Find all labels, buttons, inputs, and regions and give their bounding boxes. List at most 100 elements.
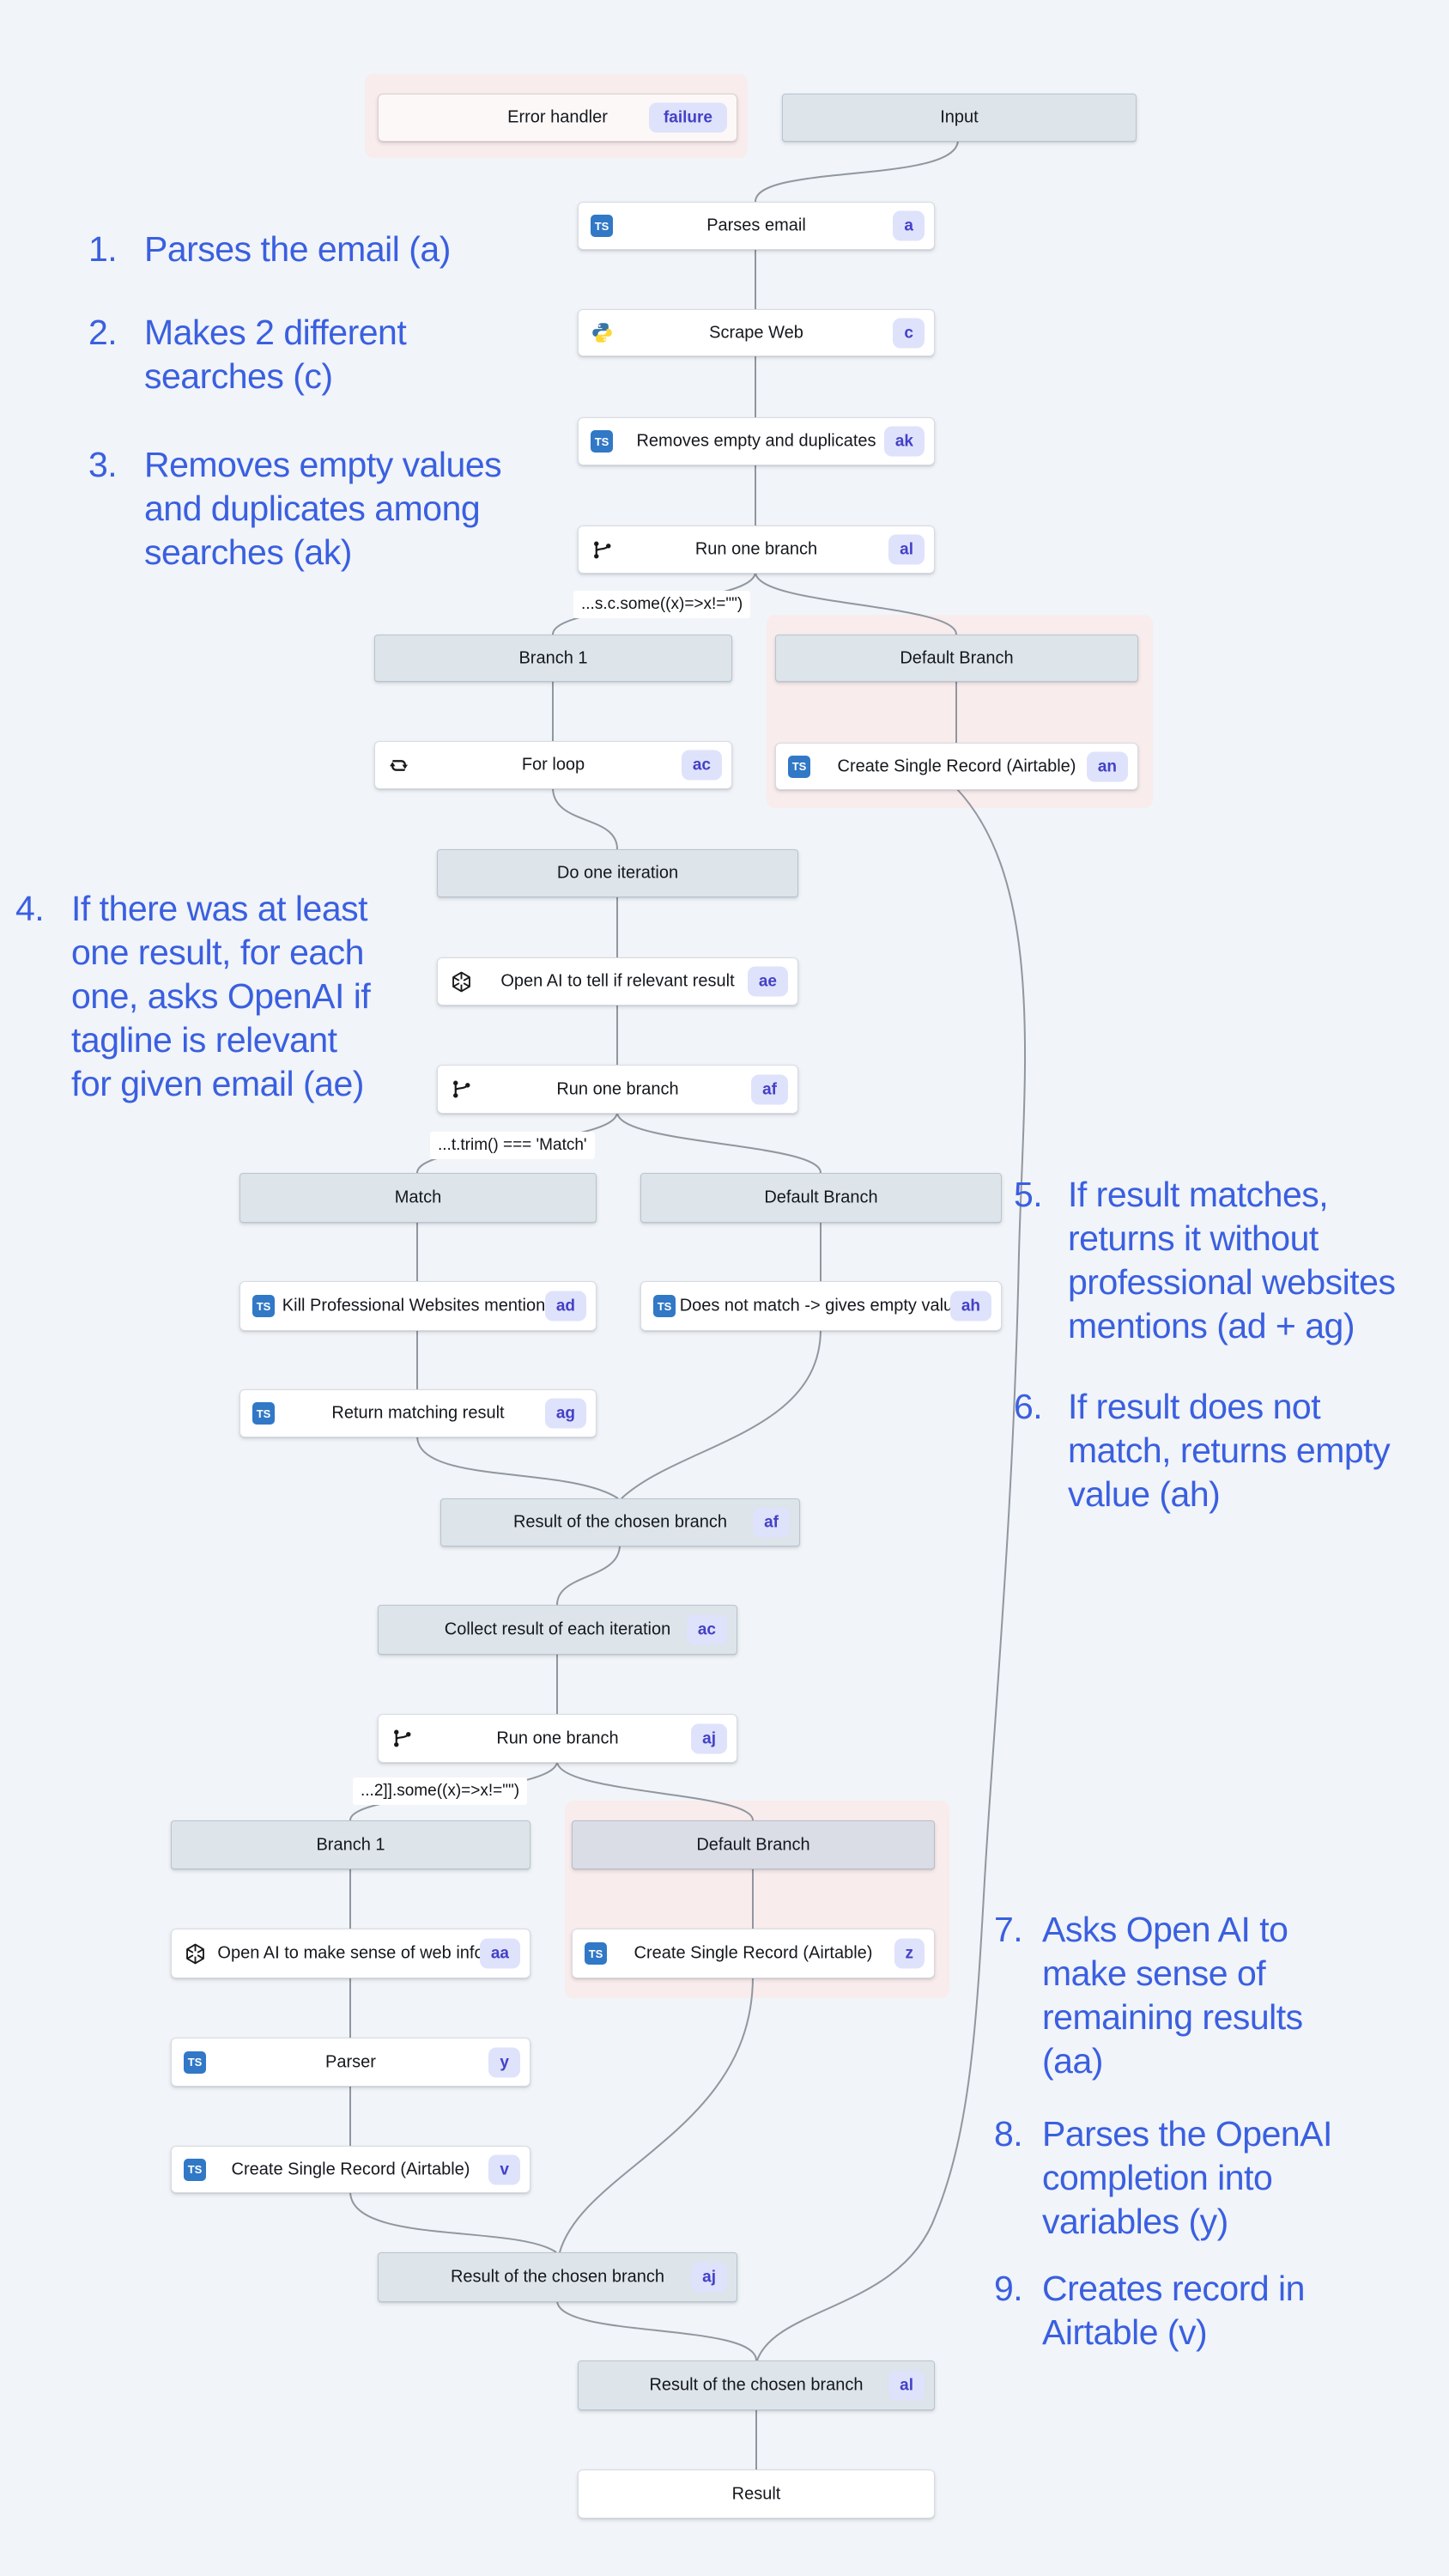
node-parser[interactable]: TS Parser y bbox=[171, 2038, 530, 2087]
typescript-icon: TS bbox=[252, 1294, 276, 1318]
annotation-1: 1.Parses the email (a) bbox=[88, 228, 451, 271]
annotation-line: Airtable (v) bbox=[1042, 2312, 1208, 2352]
node-label: Result bbox=[731, 2484, 781, 2503]
openai-icon bbox=[183, 1941, 207, 1965]
node-badge: failure bbox=[648, 102, 727, 133]
node-badge: ak bbox=[883, 426, 925, 457]
typescript-icon: TS bbox=[252, 1401, 276, 1425]
annotation-line: (aa) bbox=[1042, 2041, 1103, 2081]
node-branch-1-b[interactable]: Branch 1 bbox=[171, 1820, 530, 1869]
node-label: Result of the chosen branch bbox=[450, 2267, 665, 2287]
node-badge: aa bbox=[479, 1938, 520, 1969]
node-do-one-iteration[interactable]: Do one iteration bbox=[437, 849, 798, 897]
annotation-line: remaining results bbox=[1042, 1997, 1303, 2037]
annotation-line: If there was at least bbox=[71, 889, 368, 928]
annotation-line: match, returns empty bbox=[1068, 1431, 1391, 1470]
node-label: Run one branch bbox=[694, 539, 818, 559]
edge-condition-label: ...t.trim() === 'Match' bbox=[430, 1132, 595, 1159]
loop-icon bbox=[386, 753, 410, 777]
annotation-line: for given email (ae) bbox=[71, 1064, 364, 1103]
annotation-number: 5. bbox=[1014, 1175, 1043, 1214]
annotation-line: completion into bbox=[1042, 2158, 1273, 2197]
node-badge: y bbox=[488, 2047, 520, 2077]
node-label: Scrape Web bbox=[709, 323, 803, 342]
node-label: Run one branch bbox=[556, 1079, 679, 1098]
edge-condition-label: ...s.c.some((x)=>x!="") bbox=[573, 591, 751, 618]
typescript-icon: TS bbox=[787, 755, 811, 779]
annotation-text: If result does not match, returns empty va… bbox=[1068, 1385, 1391, 1516]
annotation-line: tagline is relevant bbox=[71, 1020, 337, 1060]
node-match[interactable]: Match bbox=[239, 1173, 597, 1223]
node-badge: aj bbox=[691, 1723, 727, 1753]
python-icon bbox=[590, 321, 614, 345]
connector-edge bbox=[416, 1435, 619, 1499]
node-branch-1-a[interactable]: Branch 1 bbox=[374, 635, 732, 682]
node-input[interactable]: Input bbox=[782, 94, 1137, 142]
node-return-matching-result[interactable]: TS Return matching result ag bbox=[239, 1389, 597, 1437]
node-default-branch-b[interactable]: Default Branch bbox=[640, 1173, 1002, 1223]
annotation-line: searches (ak) bbox=[144, 532, 352, 572]
annotation-number: 4. bbox=[15, 889, 45, 928]
node-result[interactable]: Result bbox=[578, 2470, 935, 2518]
annotation-number: 8. bbox=[994, 2114, 1023, 2154]
annotation-number: 7. bbox=[994, 1910, 1023, 1949]
node-default-branch-c[interactable]: Default Branch bbox=[572, 1820, 935, 1869]
node-label: Branch 1 bbox=[316, 1835, 385, 1854]
git-branch-icon bbox=[449, 1078, 473, 1102]
connector-edge bbox=[755, 571, 957, 635]
node-label: For loop bbox=[521, 755, 585, 775]
connector-edge bbox=[621, 1328, 822, 1499]
node-label: Removes empty and duplicates bbox=[636, 431, 876, 451]
connector-edge bbox=[552, 787, 618, 850]
annotation-line: Creates record in bbox=[1042, 2269, 1305, 2308]
connector-edge bbox=[616, 1111, 822, 1174]
node-label: Return matching result bbox=[331, 1403, 505, 1423]
node-default-branch-a[interactable]: Default Branch bbox=[775, 635, 1138, 682]
connector-edge bbox=[349, 2190, 557, 2253]
annotation-line: value (ah) bbox=[1068, 1474, 1221, 1514]
node-label: Do one iteration bbox=[556, 863, 679, 883]
node-badge: ah bbox=[949, 1291, 991, 1321]
annotation-line: If result does not bbox=[1068, 1387, 1321, 1426]
annotation-line: If result matches, bbox=[1068, 1175, 1329, 1214]
node-openai-tell-relevant[interactable]: Open AI to tell if relevant result ae bbox=[437, 957, 798, 1005]
node-badge: ae bbox=[747, 966, 788, 997]
connector-edge bbox=[556, 1760, 754, 1821]
node-label: Open AI to tell if relevant result bbox=[500, 971, 735, 991]
node-label: Parses email bbox=[706, 216, 806, 235]
node-badge: z bbox=[894, 1938, 925, 1969]
node-label: Parser bbox=[325, 2052, 376, 2071]
node-badge: ag bbox=[544, 1398, 586, 1429]
node-label: Input bbox=[940, 107, 979, 127]
annotation-text: Creates record in Airtable (v) bbox=[1042, 2267, 1305, 2354]
node-label: Default Branch bbox=[696, 1835, 810, 1854]
typescript-icon: TS bbox=[183, 2050, 207, 2075]
annotation-number: 9. bbox=[994, 2269, 1023, 2308]
node-badge: ac bbox=[686, 1614, 727, 1645]
connector-edge bbox=[556, 2300, 757, 2361]
typescript-icon: TS bbox=[584, 1941, 608, 1965]
